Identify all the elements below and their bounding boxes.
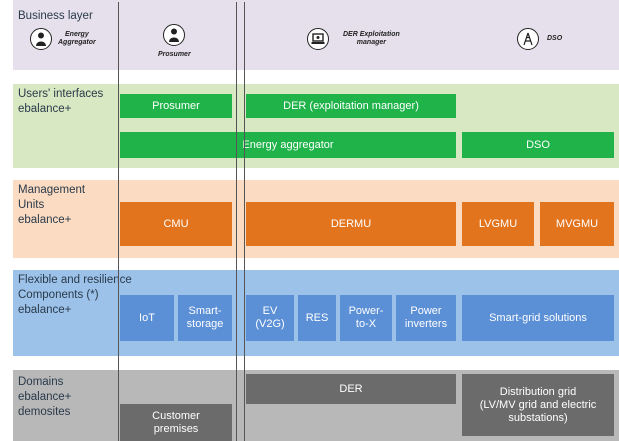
dso-label: DSO: [547, 35, 563, 42]
power-inverters-box: Power inverters: [396, 295, 456, 341]
res-box: RES: [298, 295, 336, 341]
prosumer-label: Prosumer: [158, 51, 191, 58]
energy-aggregator-label: Energy Aggregator: [58, 31, 96, 46]
mvgmu-box: MVGMU: [540, 202, 614, 246]
ui-energy-aggregator-box: Energy aggregator: [120, 132, 456, 158]
ui-prosumer-box: Prosumer: [120, 94, 232, 118]
power-to-x-box: Power- to-X: [340, 295, 392, 341]
column-divider-3: [244, 2, 245, 441]
ev-v2g-box: EV (V2G): [246, 295, 294, 341]
cmu-box: CMU: [120, 202, 232, 246]
person-icon: [163, 24, 186, 46]
smart-grid-solutions-box: Smart-grid solutions: [462, 295, 614, 341]
row-label-business: Business layer: [18, 10, 93, 22]
smart-storage-box: Smart- storage: [178, 295, 232, 341]
row-label-users: Users' interfaces ebalance+: [18, 88, 104, 115]
iot-box: IoT: [120, 295, 174, 341]
row-label-domains: Domains ebalance+ demosites: [18, 376, 72, 418]
ui-dso-box: DSO: [462, 132, 614, 158]
tower-person-icon: [517, 28, 539, 50]
row-label-management: Management Units ebalance+: [18, 184, 86, 226]
der-domain-box: DER: [246, 374, 456, 404]
row-label-flexible: Flexible and resilience Components (*) e…: [18, 274, 132, 316]
dermu-box: DERMU: [246, 202, 456, 246]
ui-der-box: DER (exploitation manager): [246, 94, 456, 118]
column-divider-2: [236, 2, 237, 441]
lvgmu-box: LVGMU: [462, 202, 534, 246]
person-icon: [30, 28, 52, 50]
actor-der-manager: DER Exploitation manager: [307, 28, 400, 50]
actor-dso: DSO: [517, 28, 562, 50]
distribution-grid-box: Distribution grid (LV/MV grid and electr…: [462, 374, 614, 436]
actor-energy-aggregator: Energy Aggregator: [30, 28, 96, 50]
actor-prosumer: Prosumer: [158, 24, 191, 59]
der-manager-label: DER Exploitation manager: [343, 31, 400, 46]
laptop-person-icon: [307, 28, 329, 50]
column-divider-1: [118, 2, 119, 441]
customer-premises-box: Customer premises: [120, 404, 232, 441]
